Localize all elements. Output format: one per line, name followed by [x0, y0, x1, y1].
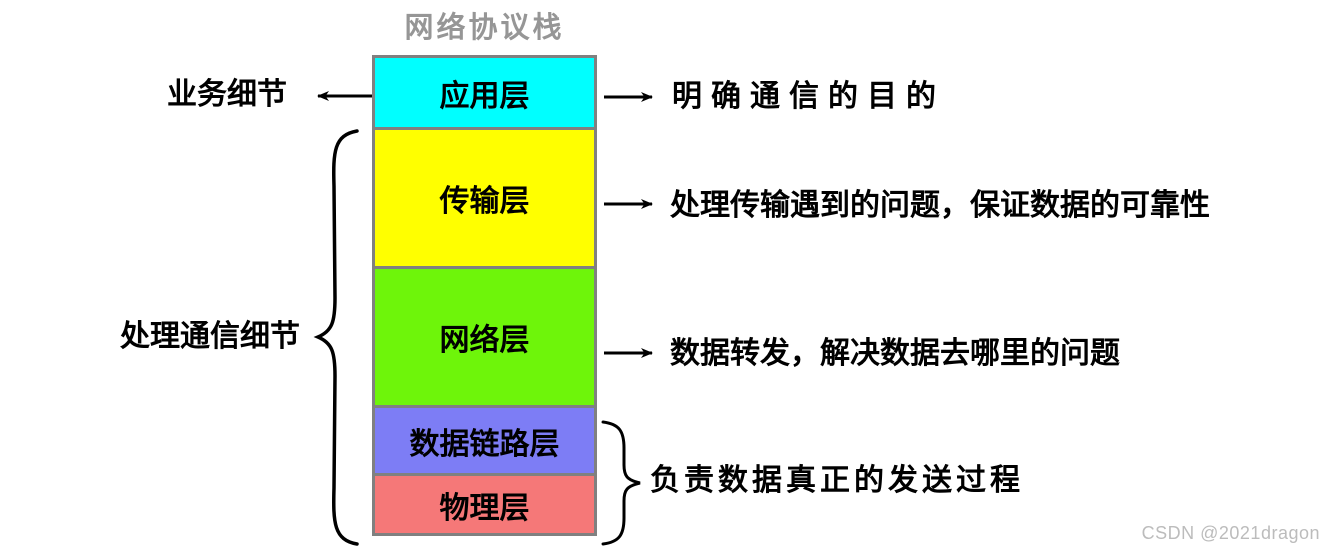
layer-box-datalink: 数据链路层	[372, 405, 597, 476]
annotation-communication-detail: 处理通信细节	[120, 319, 300, 354]
layer-label-application: 应用层	[439, 78, 530, 114]
layer-box-application: 应用层	[372, 55, 597, 130]
layer-label-transport: 传输层	[439, 184, 530, 219]
layer-label-datalink: 数据链路层	[409, 426, 560, 462]
layer-label-network: 网络层	[439, 323, 530, 358]
layer-box-network: 网络层	[372, 266, 597, 408]
protocol-stack: 应用层 传输层 网络层 数据链路层 物理层	[372, 55, 597, 536]
right-brace-icon	[601, 420, 641, 546]
annotation-application-purpose: 明确通信的目的	[672, 79, 945, 114]
layer-label-physical: 物理层	[439, 490, 530, 526]
layer-box-physical: 物理层	[372, 473, 597, 536]
page-title: 网络协议栈	[404, 10, 565, 44]
annotation-business-detail: 业务细节	[167, 77, 287, 112]
annotation-link-physical-sending: 负责数据真正的发送过程	[650, 463, 1024, 498]
left-brace-icon	[313, 129, 359, 546]
annotation-network-forwarding: 数据转发，解决数据去哪里的问题	[670, 336, 1120, 371]
layer-box-transport: 传输层	[372, 127, 597, 269]
watermark: CSDN @2021dragon	[1141, 523, 1320, 543]
annotation-transport-reliability: 处理传输遇到的问题，保证数据的可靠性	[670, 188, 1210, 223]
